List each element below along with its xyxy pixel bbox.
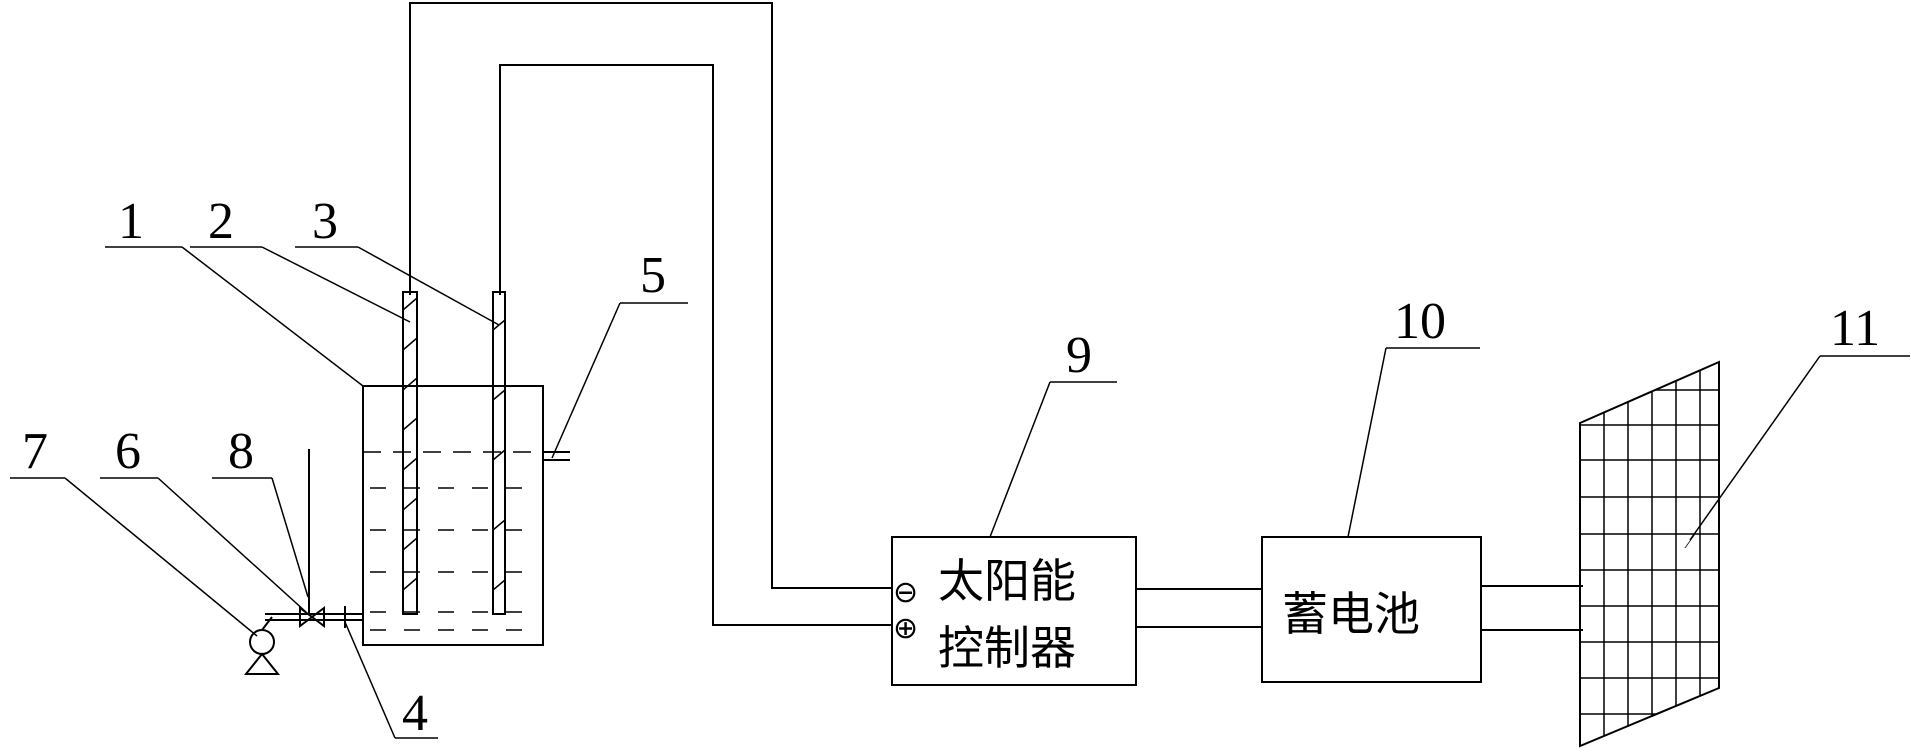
- leader-5: 5: [551, 247, 688, 459]
- controller-minus-terminal: ⊖: [893, 575, 918, 610]
- gas-outlet: [543, 451, 570, 461]
- electrolysis-tank: [362, 385, 544, 646]
- label-2: 2: [208, 193, 234, 250]
- leader-3: 3: [295, 193, 500, 326]
- label-6: 6: [115, 423, 141, 480]
- battery: 蓄电池: [1261, 536, 1482, 683]
- electrode-2: [492, 291, 506, 615]
- leader-11: 11: [1689, 300, 1910, 541]
- label-8: 8: [228, 423, 254, 480]
- label-10: 10: [1394, 293, 1446, 350]
- solar-panel: [1579, 360, 1720, 748]
- leader-9: 9: [989, 327, 1117, 538]
- label-3: 3: [312, 193, 338, 250]
- leader-10: 10: [1347, 293, 1480, 538]
- inlet-assembly: [243, 449, 363, 675]
- label-11: 11: [1830, 300, 1880, 357]
- pump-7: [243, 616, 281, 675]
- panel-marker: ∕: [1684, 531, 1695, 553]
- battery-label: 蓄电池: [1282, 587, 1420, 641]
- leader-8: 8: [212, 423, 309, 598]
- leader-1: 1: [105, 193, 364, 387]
- controller-label-line1: 太阳能: [938, 554, 1076, 608]
- wire-electrode-2: [499, 64, 892, 626]
- solar-controller: ⊖ ⊕ 太阳能 控制器: [891, 536, 1137, 686]
- label-5: 5: [640, 247, 666, 304]
- valve-6: [299, 606, 314, 628]
- label-7: 7: [22, 423, 48, 480]
- leader-2: 2: [190, 193, 411, 323]
- leader-6: 6: [100, 423, 307, 613]
- label-4: 4: [402, 685, 428, 742]
- controller-plus-terminal: ⊕: [893, 611, 918, 646]
- wire-electrode-1: [409, 2, 892, 589]
- label-1: 1: [118, 193, 144, 250]
- leader-4: 4: [344, 621, 438, 742]
- controller-label-line2: 控制器: [938, 621, 1076, 675]
- label-9: 9: [1066, 327, 1092, 384]
- electrode-1: [402, 291, 418, 615]
- leader-7: 7: [10, 423, 258, 637]
- electrolyte-dashes: [370, 487, 540, 631]
